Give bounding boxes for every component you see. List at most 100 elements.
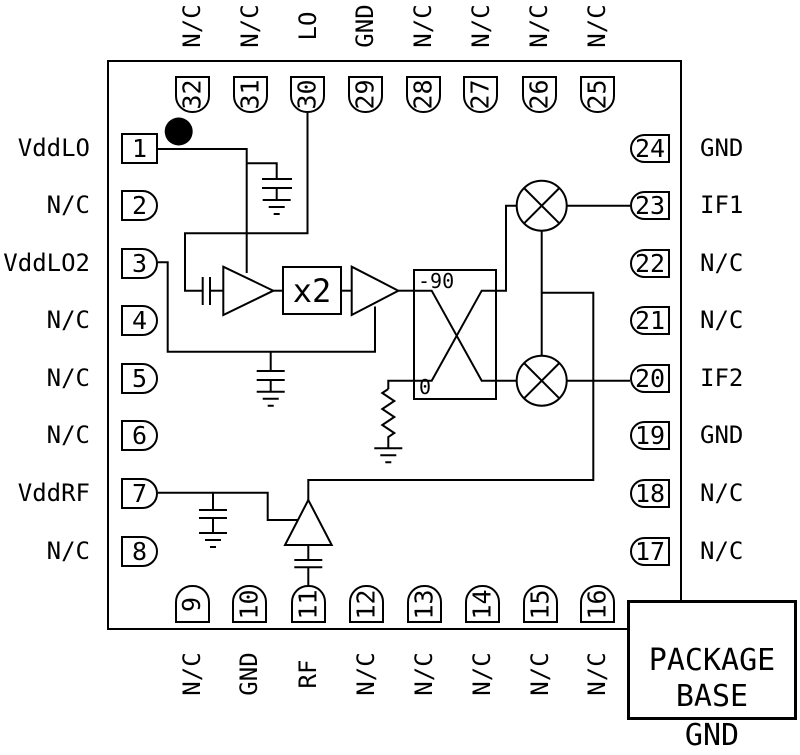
pin-22: 22 (630, 249, 670, 278)
package-base-line2: BASE (675, 679, 749, 714)
capacitor-icon-lo-series (201, 277, 211, 305)
pin-6: 6 (121, 420, 158, 451)
pin-number: 28 (408, 79, 438, 110)
frequency-doubler-block: x2 (282, 266, 342, 315)
pin-number: 20 (634, 364, 666, 393)
pin-13-label: N/C (410, 652, 438, 696)
pin-14: 14 (464, 585, 500, 623)
pin-number: 12 (351, 588, 381, 620)
pin-11: 11 (290, 585, 326, 623)
pin-number: 25 (582, 79, 612, 110)
pin-number: 22 (634, 249, 666, 278)
pin-20: 20 (630, 364, 670, 393)
pin-number: 31 (235, 79, 265, 110)
pin-8-label: N/C (46, 537, 90, 565)
pin-number: 6 (131, 421, 148, 450)
pin-21-label: N/C (700, 306, 744, 334)
ground-icon-vddlo2 (256, 390, 285, 407)
lo-driver-amplifier-icon (350, 265, 401, 317)
pin-18-label: N/C (700, 479, 744, 507)
quadrature-hybrid-block: -90 0 (413, 269, 497, 400)
pin-24-label: GND (700, 134, 744, 162)
pin-23-label: IF1 (700, 191, 744, 219)
pin-9: 9 (174, 585, 210, 623)
package-outline (107, 60, 682, 630)
mixer-2-icon (515, 354, 568, 407)
pin-32: 32 (174, 76, 210, 113)
pin-29-label: GND (351, 4, 379, 48)
pin-number: 26 (524, 79, 554, 110)
pin-19-label: GND (700, 421, 744, 449)
package-base-box: PACKAGE BASE (627, 600, 797, 720)
hybrid-port-minus90-label: -90 (418, 269, 455, 293)
pin-28-label: N/C (409, 4, 437, 48)
pin-2: 2 (121, 190, 158, 221)
pin-29: 29 (347, 76, 383, 113)
pin-number: 5 (131, 364, 148, 393)
pin-1: 1 (121, 133, 158, 164)
pin-9-label: N/C (178, 652, 206, 696)
pin1-marker-dot (164, 117, 193, 146)
pin-24: 24 (630, 134, 670, 163)
pin-10-label: GND (235, 652, 263, 696)
pin-31: 31 (232, 76, 268, 113)
resistor-icon-termination (380, 388, 397, 449)
rf-amplifier-icon (283, 497, 334, 546)
pin-18: 18 (630, 479, 670, 508)
pin-number: 9 (177, 596, 207, 612)
pin-12-label: N/C (352, 652, 380, 696)
pin-26-label: N/C (525, 4, 553, 48)
capacitor-icon-vddlo-bypass (262, 178, 292, 189)
pin-31-label: N/C (236, 4, 264, 48)
pin-number: 14 (467, 588, 497, 620)
hybrid-crossover-lines (413, 289, 497, 382)
doubler-label: x2 (292, 271, 332, 310)
pin-25: 25 (579, 76, 615, 113)
pin-20-label: IF2 (700, 364, 744, 392)
pin-15: 15 (522, 585, 558, 623)
pin-4-label: N/C (46, 306, 90, 334)
pin-7-label: VddRF (17, 479, 90, 507)
pin-number: 1 (131, 134, 148, 163)
pin-number: 10 (234, 588, 264, 620)
package-base-line1: PACKAGE (648, 643, 776, 678)
pin-8: 8 (121, 536, 158, 567)
pin-2-label: N/C (46, 191, 90, 219)
pin-number: 3 (131, 249, 148, 278)
pin-5: 5 (121, 363, 158, 394)
pin-12: 12 (348, 585, 384, 623)
pin-19: 19 (630, 421, 670, 450)
pin-number: 8 (131, 537, 148, 566)
pin-23: 23 (630, 191, 670, 220)
pin-11-label: RF (294, 659, 322, 689)
pin-1-label: VddLO (17, 134, 90, 162)
pin-17-label: N/C (700, 537, 744, 565)
capacitor-icon-vddrf-bypass (199, 509, 227, 519)
pin-28: 28 (405, 76, 441, 113)
pin-27-label: N/C (466, 4, 495, 48)
pin-number: 24 (634, 134, 666, 163)
pin-number: 2 (131, 191, 148, 220)
pin-3: 3 (121, 248, 158, 279)
pin-16-label: N/C (583, 652, 611, 696)
pin-15-label: N/C (526, 652, 554, 696)
pin-27: 27 (463, 76, 498, 113)
pin-number: 30 (292, 79, 322, 110)
lo-amplifier-icon (222, 265, 276, 317)
pin-3-label: VddLO2 (3, 249, 90, 277)
pin-number: 17 (634, 537, 666, 566)
mixer-1-icon (515, 179, 568, 232)
pin-22-label: N/C (700, 249, 744, 277)
pin-6-label: N/C (46, 421, 90, 449)
capacitor-icon-vddlo2-bypass (256, 370, 285, 381)
pin-21: 21 (630, 306, 670, 335)
ground-icon-vddlo (262, 199, 291, 215)
pin-number: 7 (131, 479, 148, 508)
hybrid-port-0-label: 0 (419, 375, 432, 399)
pin-number: 18 (634, 479, 666, 508)
pin-number: 13 (409, 588, 439, 620)
pin-number: 29 (350, 79, 380, 110)
pin-13: 13 (406, 585, 442, 623)
pin-16: 16 (579, 585, 615, 623)
